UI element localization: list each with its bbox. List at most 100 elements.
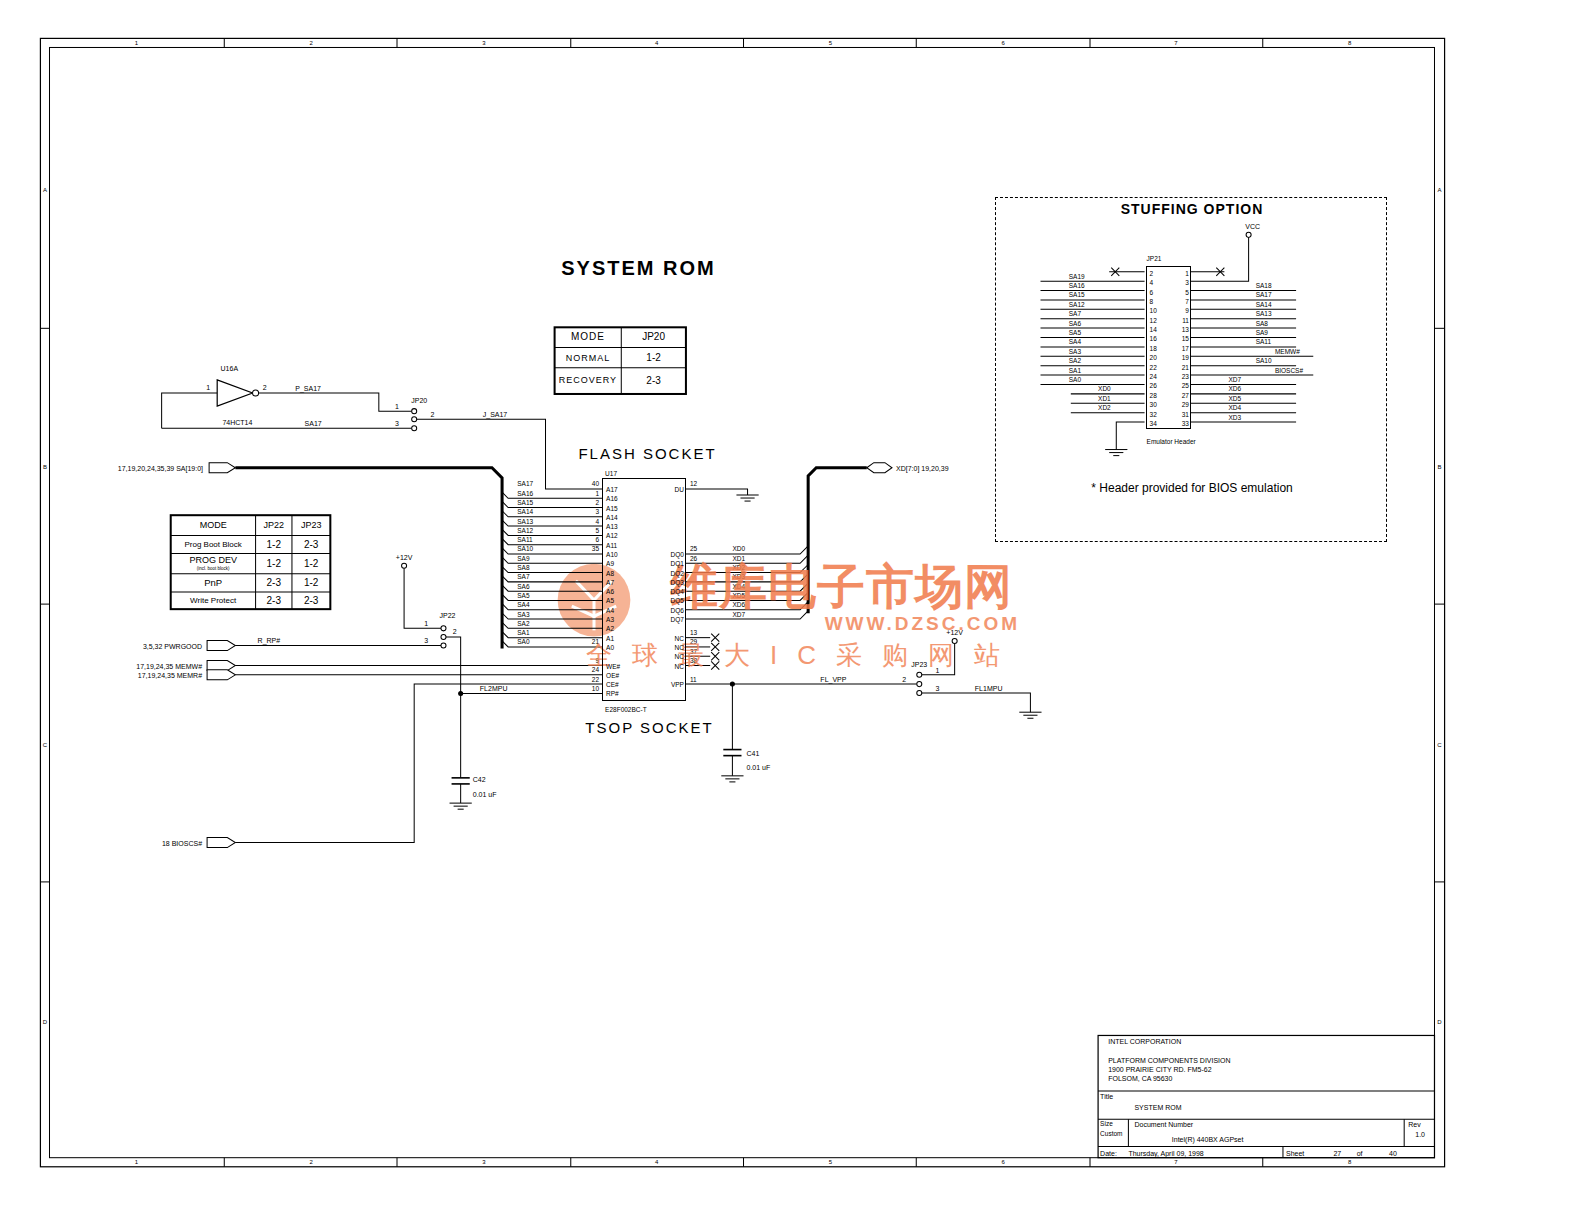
label: 2-3 bbox=[646, 376, 660, 386]
table-rule bbox=[555, 367, 686, 368]
node-text: NC bbox=[675, 635, 684, 642]
wire bbox=[1190, 384, 1296, 385]
label: SA10 bbox=[1256, 358, 1272, 365]
label: VCC bbox=[1245, 223, 1260, 230]
ground-symbol bbox=[1113, 455, 1119, 456]
label: MODE bbox=[200, 521, 227, 530]
wire bbox=[686, 637, 710, 638]
label: SA15 bbox=[1069, 292, 1085, 299]
pin-circle bbox=[441, 634, 446, 639]
wire bbox=[732, 684, 733, 749]
label: SA16 bbox=[517, 490, 533, 497]
label: 4 bbox=[595, 518, 599, 525]
wire bbox=[1190, 337, 1296, 338]
label: JP20 bbox=[642, 332, 665, 342]
label: MODE bbox=[571, 332, 605, 342]
label: B bbox=[43, 464, 47, 470]
node-text: DU bbox=[675, 487, 684, 494]
label: 6 bbox=[595, 537, 599, 544]
label: 12 bbox=[690, 481, 697, 488]
label: SA0 bbox=[1069, 377, 1081, 384]
node-text: 13 bbox=[1182, 327, 1189, 334]
node-text: 1 bbox=[1185, 270, 1189, 277]
wire bbox=[1190, 309, 1296, 310]
ground-symbol bbox=[458, 809, 464, 810]
label: Custom bbox=[1100, 1131, 1122, 1138]
node-text: DQ0 bbox=[671, 552, 684, 559]
label: SA9 bbox=[1256, 330, 1268, 337]
node-text: VPP bbox=[671, 682, 684, 689]
no-connect-mark bbox=[1111, 268, 1119, 276]
ground-symbol bbox=[1023, 715, 1037, 716]
label: SA1 bbox=[1069, 367, 1081, 374]
node-text: A9 bbox=[606, 561, 614, 568]
label: 1 bbox=[595, 490, 599, 497]
label: C bbox=[43, 742, 47, 748]
label: of bbox=[1357, 1149, 1363, 1156]
node-text: 25 bbox=[1182, 383, 1189, 390]
wire bbox=[1041, 281, 1145, 282]
label: INTEL CORPORATION bbox=[1108, 1037, 1181, 1044]
table-rule bbox=[255, 515, 256, 609]
node-text: U17 bbox=[605, 471, 617, 478]
label: XD1 bbox=[732, 555, 745, 562]
label: JP23 bbox=[301, 521, 322, 530]
label: C41 bbox=[747, 749, 760, 756]
node-text: 15 bbox=[1182, 336, 1189, 343]
wire bbox=[502, 539, 602, 545]
label: XD6 bbox=[1228, 386, 1241, 393]
label: PLATFORM COMPONENTS DIVISION bbox=[1108, 1056, 1230, 1063]
label: SA12 bbox=[517, 528, 533, 535]
watermark-logo bbox=[572, 606, 616, 616]
pin-circle bbox=[917, 672, 922, 677]
label: 1 bbox=[424, 620, 428, 627]
wire bbox=[1190, 290, 1296, 291]
zone-tick bbox=[397, 38, 398, 47]
node-text: 27 bbox=[1182, 393, 1189, 400]
label: 5 bbox=[829, 40, 832, 46]
label: 6 bbox=[1001, 1159, 1004, 1165]
wire bbox=[502, 520, 602, 526]
flash-chip: U17A17A16A15A14A13A12A11A10A9A8A7A6A5A4A… bbox=[602, 478, 686, 701]
no-connect-mark bbox=[711, 634, 719, 642]
node-text: * Header provided for BIOS emulation bbox=[1091, 482, 1292, 494]
wire bbox=[1190, 393, 1296, 394]
node-text: 32 bbox=[1150, 411, 1157, 418]
label: Prog Boot Block bbox=[184, 541, 241, 549]
node-text: 4 bbox=[1150, 280, 1154, 287]
label: 17,19,24,35 MEMW# bbox=[136, 662, 202, 669]
zone-tick bbox=[1090, 1158, 1091, 1167]
label: 26 bbox=[690, 555, 697, 562]
label: Intel(R) 440BX AGPset bbox=[1172, 1135, 1244, 1142]
zone-tick bbox=[40, 328, 49, 329]
label: SA4 bbox=[1069, 339, 1081, 346]
wire bbox=[235, 665, 602, 666]
label: SA13 bbox=[517, 518, 533, 525]
wire bbox=[502, 529, 602, 535]
title-block bbox=[1098, 1035, 1434, 1157]
label: 2-3 bbox=[267, 596, 281, 606]
ground-symbol bbox=[736, 494, 758, 495]
label: TSOP SOCKET bbox=[585, 720, 713, 735]
wire bbox=[1071, 393, 1145, 394]
zone-tick bbox=[224, 38, 225, 47]
label: 3 bbox=[424, 637, 428, 644]
wire bbox=[1190, 412, 1296, 413]
label: A bbox=[1438, 187, 1442, 193]
wire bbox=[1041, 290, 1145, 291]
label: FL_VPP bbox=[820, 676, 846, 683]
label: FL1MPU bbox=[975, 684, 1003, 691]
no-connect-mark bbox=[1216, 268, 1224, 276]
label: SA17 bbox=[305, 420, 322, 427]
pin-circle bbox=[441, 626, 446, 631]
table-rule bbox=[1098, 1146, 1434, 1147]
wire bbox=[502, 613, 602, 619]
label: XD4 bbox=[1228, 405, 1241, 412]
ground-symbol bbox=[454, 806, 468, 807]
wire bbox=[1041, 328, 1145, 329]
node-text: NC bbox=[675, 663, 684, 670]
label: 22 bbox=[592, 676, 599, 683]
wire bbox=[1190, 356, 1313, 357]
